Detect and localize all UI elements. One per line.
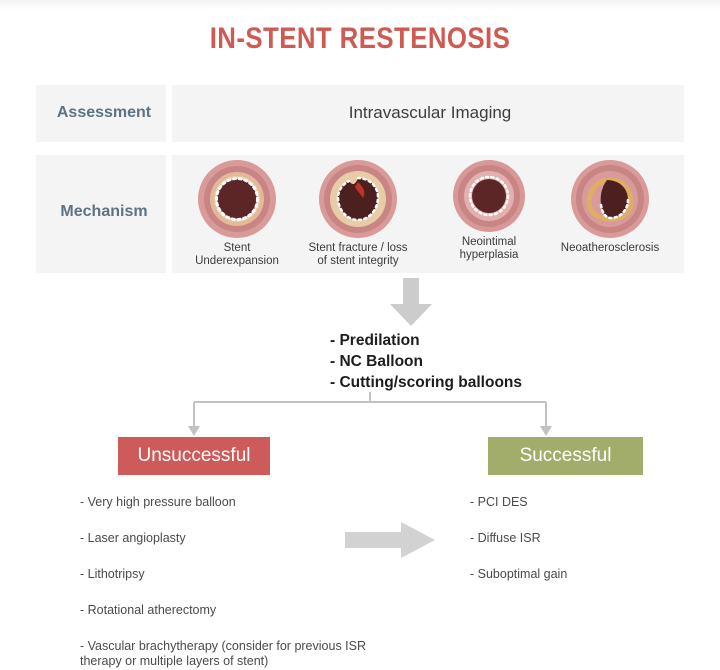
vessel-cross-section-neoatherosclerosis-icon	[571, 160, 649, 238]
caption-line-1: Neoatherosclerosis	[560, 242, 660, 254]
assessment-value: Intravascular Imaging	[348, 103, 512, 122]
list-item: - Diffuse ISR	[470, 531, 541, 545]
mechanism-item-neointimal-hyperplasia: Neointimal hyperplasia	[424, 160, 554, 262]
assessment-row-label: Assessment	[56, 104, 152, 121]
mechanism-caption: Neointimal hyperplasia	[424, 236, 554, 262]
treatment-item: - Predilation	[330, 332, 420, 349]
caption-line-1: Stent fracture / loss	[308, 242, 408, 254]
branch-connector-icon	[188, 392, 552, 436]
down-arrow-icon	[390, 278, 432, 326]
caption-line-1: Neointimal	[461, 236, 517, 248]
mechanism-divider	[166, 155, 172, 273]
caption-line-2: Underexpansion	[195, 255, 279, 267]
page-title: IN-STENT RESTENOSIS	[209, 22, 511, 55]
vessel-cross-section-fracture-icon	[319, 160, 397, 238]
outcome-successful-badge[interactable]: Successful	[488, 437, 643, 475]
mechanism-item-stent-underexpansion: Stent Underexpansion	[172, 160, 302, 268]
caption-line-2: hyperplasia	[459, 249, 519, 261]
mechanism-caption: Stent fracture / loss of stent integrity	[293, 242, 423, 268]
list-item: - Rotational atherectomy	[80, 603, 217, 617]
treatment-item: - NC Balloon	[330, 353, 423, 370]
list-item: - Suboptimal gain	[470, 567, 568, 581]
top-fade	[0, 0, 720, 10]
list-item: - Vascular brachytherapy (consider for p…	[80, 639, 366, 668]
mechanism-item-neoatherosclerosis: Neoatherosclerosis	[545, 160, 675, 255]
assessment-panel	[36, 85, 684, 142]
unsuccessful-options-list: - Very high pressure balloon - Laser ang…	[80, 495, 380, 669]
assessment-divider	[166, 85, 172, 142]
mechanism-caption: Stent Underexpansion	[172, 242, 302, 268]
list-item: - Lithotripsy	[80, 567, 145, 581]
caption-line-1: Stent	[223, 242, 251, 254]
outcome-unsuccessful-badge[interactable]: Unsuccessful	[118, 437, 270, 475]
vessel-cross-section-underexpansion-icon	[198, 160, 276, 238]
treatment-item: - Cutting/scoring balloons	[330, 374, 523, 391]
successful-options-list: - PCI DES - Diffuse ISR - Suboptimal gai…	[470, 495, 670, 603]
list-item: - Very high pressure balloon	[80, 495, 236, 509]
mechanism-row-label: Mechanism	[60, 203, 148, 220]
right-arrow-icon	[345, 522, 435, 558]
list-item: - Laser angioplasty	[80, 531, 186, 545]
list-item: - PCI DES	[470, 495, 528, 509]
caption-line-2: of stent integrity	[317, 255, 399, 267]
mechanism-item-stent-fracture: Stent fracture / loss of stent integrity	[293, 160, 423, 268]
mechanism-caption: Neoatherosclerosis	[545, 242, 675, 255]
treatment-options-box: - Predilation - NC Balloon - Cutting/sco…	[330, 330, 630, 393]
vessel-cross-section-hyperplasia-icon	[453, 160, 525, 232]
